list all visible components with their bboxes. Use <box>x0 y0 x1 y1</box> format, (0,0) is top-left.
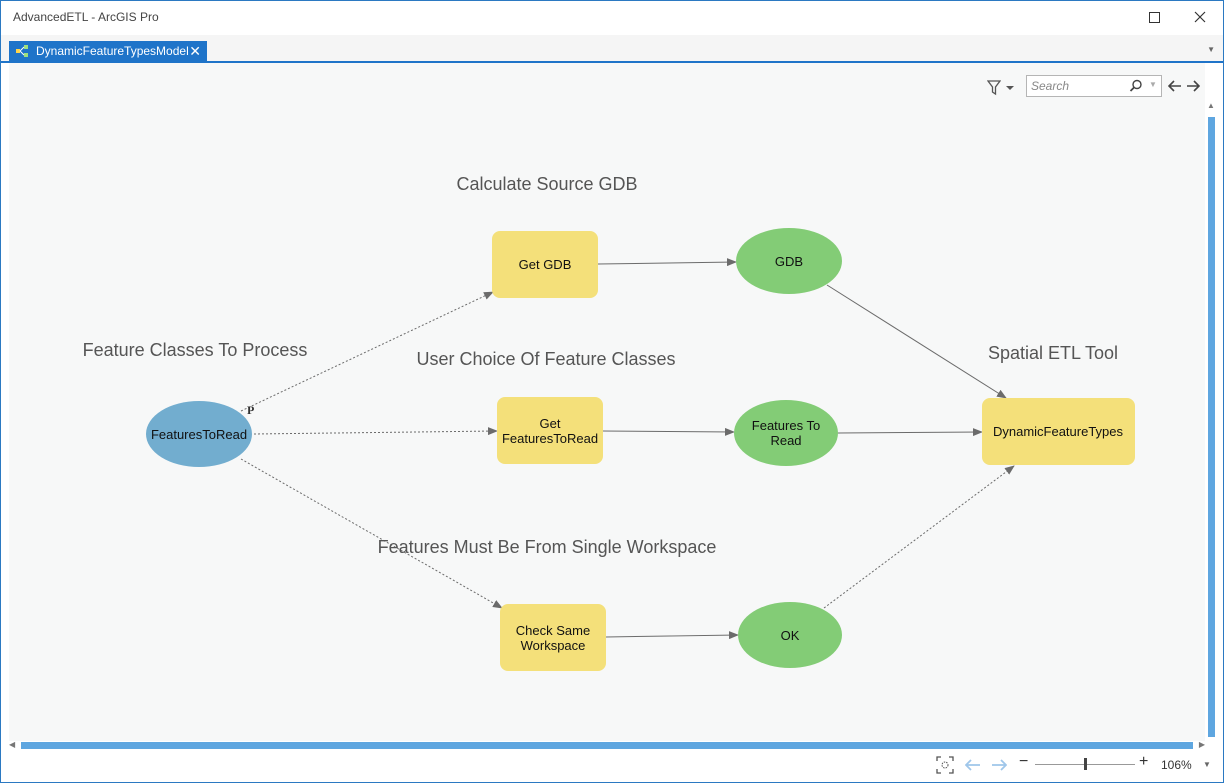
group-label-calculate-source-gdb: Calculate Source GDB <box>456 174 637 194</box>
title-bar: AdvancedETL - ArcGIS Pro <box>1 1 1223 35</box>
close-window-button[interactable] <box>1177 1 1223 33</box>
node-get-gdb-tool[interactable]: Get GDB <box>492 231 598 298</box>
group-label-user-choice: User Choice Of Feature Classes <box>416 349 675 369</box>
search-box[interactable]: ▼ <box>1026 75 1162 97</box>
forward-button[interactable] <box>1185 77 1201 95</box>
scroll-left-icon[interactable]: ◀ <box>9 740 16 749</box>
zoom-level: 106% <box>1161 758 1192 772</box>
node-label-line2: FeaturesToRead <box>502 431 598 446</box>
node-label: Get GDB <box>519 257 572 272</box>
connector-checksame-ok[interactable] <box>605 631 739 640</box>
zoom-slider-thumb[interactable] <box>1084 758 1087 770</box>
group-label-spatial-etl: Spatial ETL Tool <box>988 343 1118 363</box>
node-label-line2: Workspace <box>521 638 586 653</box>
previous-extent-button[interactable] <box>963 755 983 775</box>
tab-label: DynamicFeatureTypesModel <box>36 44 189 58</box>
node-label: FeaturesToRead <box>151 427 247 442</box>
arrow-left-icon <box>1168 80 1181 92</box>
node-gdb-output[interactable]: GDB <box>736 228 842 294</box>
tab-close-button[interactable]: ✕ <box>189 43 201 59</box>
model-canvas[interactable]: ▼ <box>9 63 1205 741</box>
node-ok-output[interactable]: OK <box>738 602 842 668</box>
filter-button[interactable] <box>987 78 1017 98</box>
back-button[interactable] <box>1167 77 1183 95</box>
node-featurestoread-input[interactable]: FeaturesToRead <box>146 401 252 467</box>
model-diagram: Calculate Source GDB Feature Classes To … <box>83 174 1135 671</box>
node-check-same-workspace-tool[interactable]: Check Same Workspace <box>500 604 606 671</box>
connector-ok-dynamic[interactable] <box>823 465 1015 609</box>
zoom-to-fit-icon[interactable] <box>936 756 954 774</box>
zoom-in-button[interactable]: + <box>1139 753 1149 770</box>
close-icon <box>1194 11 1206 23</box>
zoom-out-button[interactable]: − <box>1019 753 1029 770</box>
scroll-up-icon[interactable]: ▲ <box>1207 101 1215 110</box>
parameter-marker: P <box>247 403 254 417</box>
node-label-line1: Check Same <box>516 623 590 638</box>
vertical-scroll-thumb[interactable] <box>1208 117 1215 737</box>
maximize-button[interactable] <box>1131 1 1177 33</box>
scroll-right-icon[interactable]: ▶ <box>1198 740 1205 749</box>
maximize-icon <box>1148 11 1160 23</box>
tab-dynamic-feature-types-model[interactable]: DynamicFeatureTypesModel ✕ <box>9 41 207 61</box>
chevron-down-icon <box>1006 86 1014 90</box>
node-label: OK <box>781 628 800 643</box>
node-dynamicfeaturetypes-tool[interactable]: DynamicFeatureTypes <box>982 398 1135 465</box>
node-label: DynamicFeatureTypes <box>993 424 1124 439</box>
next-extent-button[interactable] <box>989 755 1009 775</box>
node-features-to-read-output[interactable]: Features To Read <box>734 400 838 466</box>
search-options-icon[interactable]: ▼ <box>1149 80 1157 89</box>
connectors <box>240 258 1015 640</box>
search-input[interactable] <box>1031 78 1121 94</box>
window-title: AdvancedETL - ArcGIS Pro <box>13 10 159 24</box>
connector-getfeatures-output[interactable] <box>601 427 735 436</box>
arrow-right-icon <box>1187 80 1200 92</box>
model-diagram-icon <box>16 45 28 57</box>
node-label-line1: Get <box>540 416 561 431</box>
connector-gdb-dynamic[interactable] <box>826 284 1007 399</box>
horizontal-scroll-thumb[interactable] <box>21 742 1193 749</box>
node-get-featurestoread-tool[interactable]: Get FeaturesToRead <box>497 397 603 464</box>
document-tabstrip: DynamicFeatureTypesModel ✕ ▼ <box>1 35 1223 63</box>
search-icon <box>1129 79 1142 92</box>
horizontal-scrollbar[interactable]: ◀ ▶ <box>9 740 1205 751</box>
group-label-feature-classes: Feature Classes To Process <box>83 340 308 360</box>
connector-featurestoread-checksame[interactable] <box>240 458 503 609</box>
connector-getgdb-gdb[interactable] <box>597 258 737 267</box>
node-label-line1: Features To <box>752 418 820 433</box>
arrow-right-icon <box>992 759 1007 771</box>
filter-icon <box>987 80 1001 96</box>
connector-featurestoread-getfeatures[interactable] <box>253 427 498 436</box>
arrow-left-icon <box>965 759 980 771</box>
zoom-dropdown-icon[interactable]: ▼ <box>1203 760 1211 769</box>
node-label-line2: Read <box>770 433 801 448</box>
tab-list-dropdown-icon[interactable]: ▼ <box>1207 45 1215 54</box>
group-label-single-workspace: Features Must Be From Single Workspace <box>378 537 717 557</box>
connector-output-dynamic[interactable] <box>837 428 983 437</box>
status-bar: − + 106% ▼ <box>1 751 1223 782</box>
node-label: GDB <box>775 254 803 269</box>
connector-featurestoread-getgdb[interactable] <box>240 291 494 412</box>
vertical-scrollbar[interactable]: ▲ <box>1207 101 1217 741</box>
